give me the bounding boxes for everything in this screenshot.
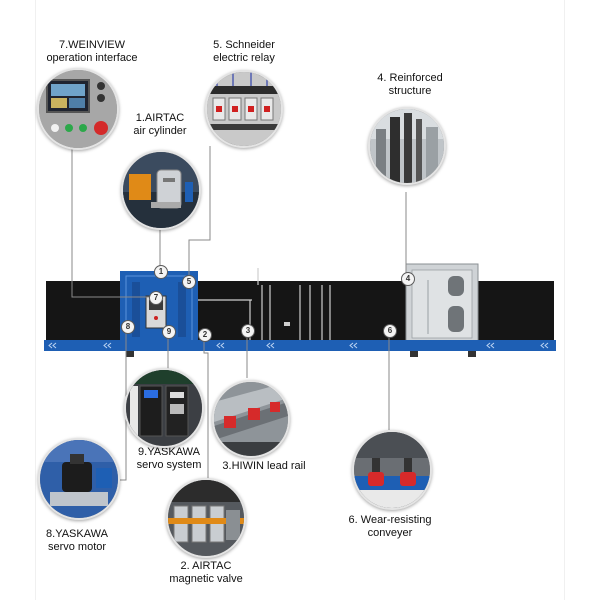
conveyor-wheel-icon <box>352 430 432 510</box>
callout-label-line: servo motor <box>47 541 107 553</box>
callout-label-servo-system: 9.YASKAWA servo system <box>124 446 214 472</box>
callout-label-line: 2. AIRTAC <box>180 560 232 572</box>
marker-badge-2: 2 <box>198 328 212 342</box>
callout-label-line: air cylinder <box>133 125 187 137</box>
callout-label-line: 7.WEINVIEW <box>58 39 125 51</box>
callout-label-hiwin: 3.HIWIN lead rail <box>212 460 316 473</box>
callout-label-line: 8.YASKAWA <box>46 528 108 540</box>
callout-label-line: 6. Wear-resisting <box>348 514 432 526</box>
marker-badge-6: 6 <box>383 324 397 338</box>
servo-drive-icon <box>124 368 204 448</box>
callout-label-weinview: 7.WEINVIEW operation interface <box>30 39 154 65</box>
touchscreen-panel-icon <box>37 68 119 150</box>
callout-label-line: 4. Reinforced <box>377 72 443 84</box>
relay-panel-icon <box>205 70 283 148</box>
marker-badge-5: 5 <box>182 275 196 289</box>
conveyor-base <box>44 340 556 351</box>
callout-label-line: conveyer <box>367 527 413 539</box>
callout-label-line: 5. Schneider <box>213 39 275 51</box>
servo-motor-icon <box>38 438 120 520</box>
callout-label-line: 3.HIWIN lead rail <box>222 460 306 472</box>
callout-label-servo-motor: 8.YASKAWA servo motor <box>30 528 124 554</box>
marker-badge-4: 4 <box>401 272 415 286</box>
leader-lines <box>71 146 407 490</box>
callout-label-line: electric relay <box>213 52 275 64</box>
linear-rail-icon <box>212 380 290 458</box>
air-cylinder-icon <box>121 150 201 230</box>
marker-badge-3: 3 <box>241 324 255 338</box>
callout-label-line: 9.YASKAWA <box>138 446 200 458</box>
callout-label-conveyer: 6. Wear-resisting conveyer <box>334 514 446 540</box>
marker-badge-9: 9 <box>162 325 176 339</box>
callout-label-line: servo system <box>136 459 202 471</box>
callout-label-line: magnetic valve <box>169 573 243 585</box>
callout-label-airtac-cylinder: 1.AIRTAC air cylinder <box>120 112 200 138</box>
callout-label-schneider: 5. Schneider electric relay <box>188 39 300 65</box>
conveyor-arrows <box>48 342 549 349</box>
marker-badge-7: 7 <box>149 291 163 305</box>
callout-label-magnetic-valve: 2. AIRTAC magnetic valve <box>158 560 254 586</box>
callout-label-line: 1.AIRTAC <box>135 112 185 124</box>
marker-badge-1: 1 <box>154 265 168 279</box>
solenoid-valve-icon <box>166 478 246 558</box>
callout-label-line: structure <box>388 85 432 97</box>
callout-label-line: operation interface <box>46 52 138 64</box>
steel-frame-icon <box>368 107 446 185</box>
callout-label-reinforced: 4. Reinforced structure <box>360 72 460 98</box>
marker-badge-8: 8 <box>121 320 135 334</box>
